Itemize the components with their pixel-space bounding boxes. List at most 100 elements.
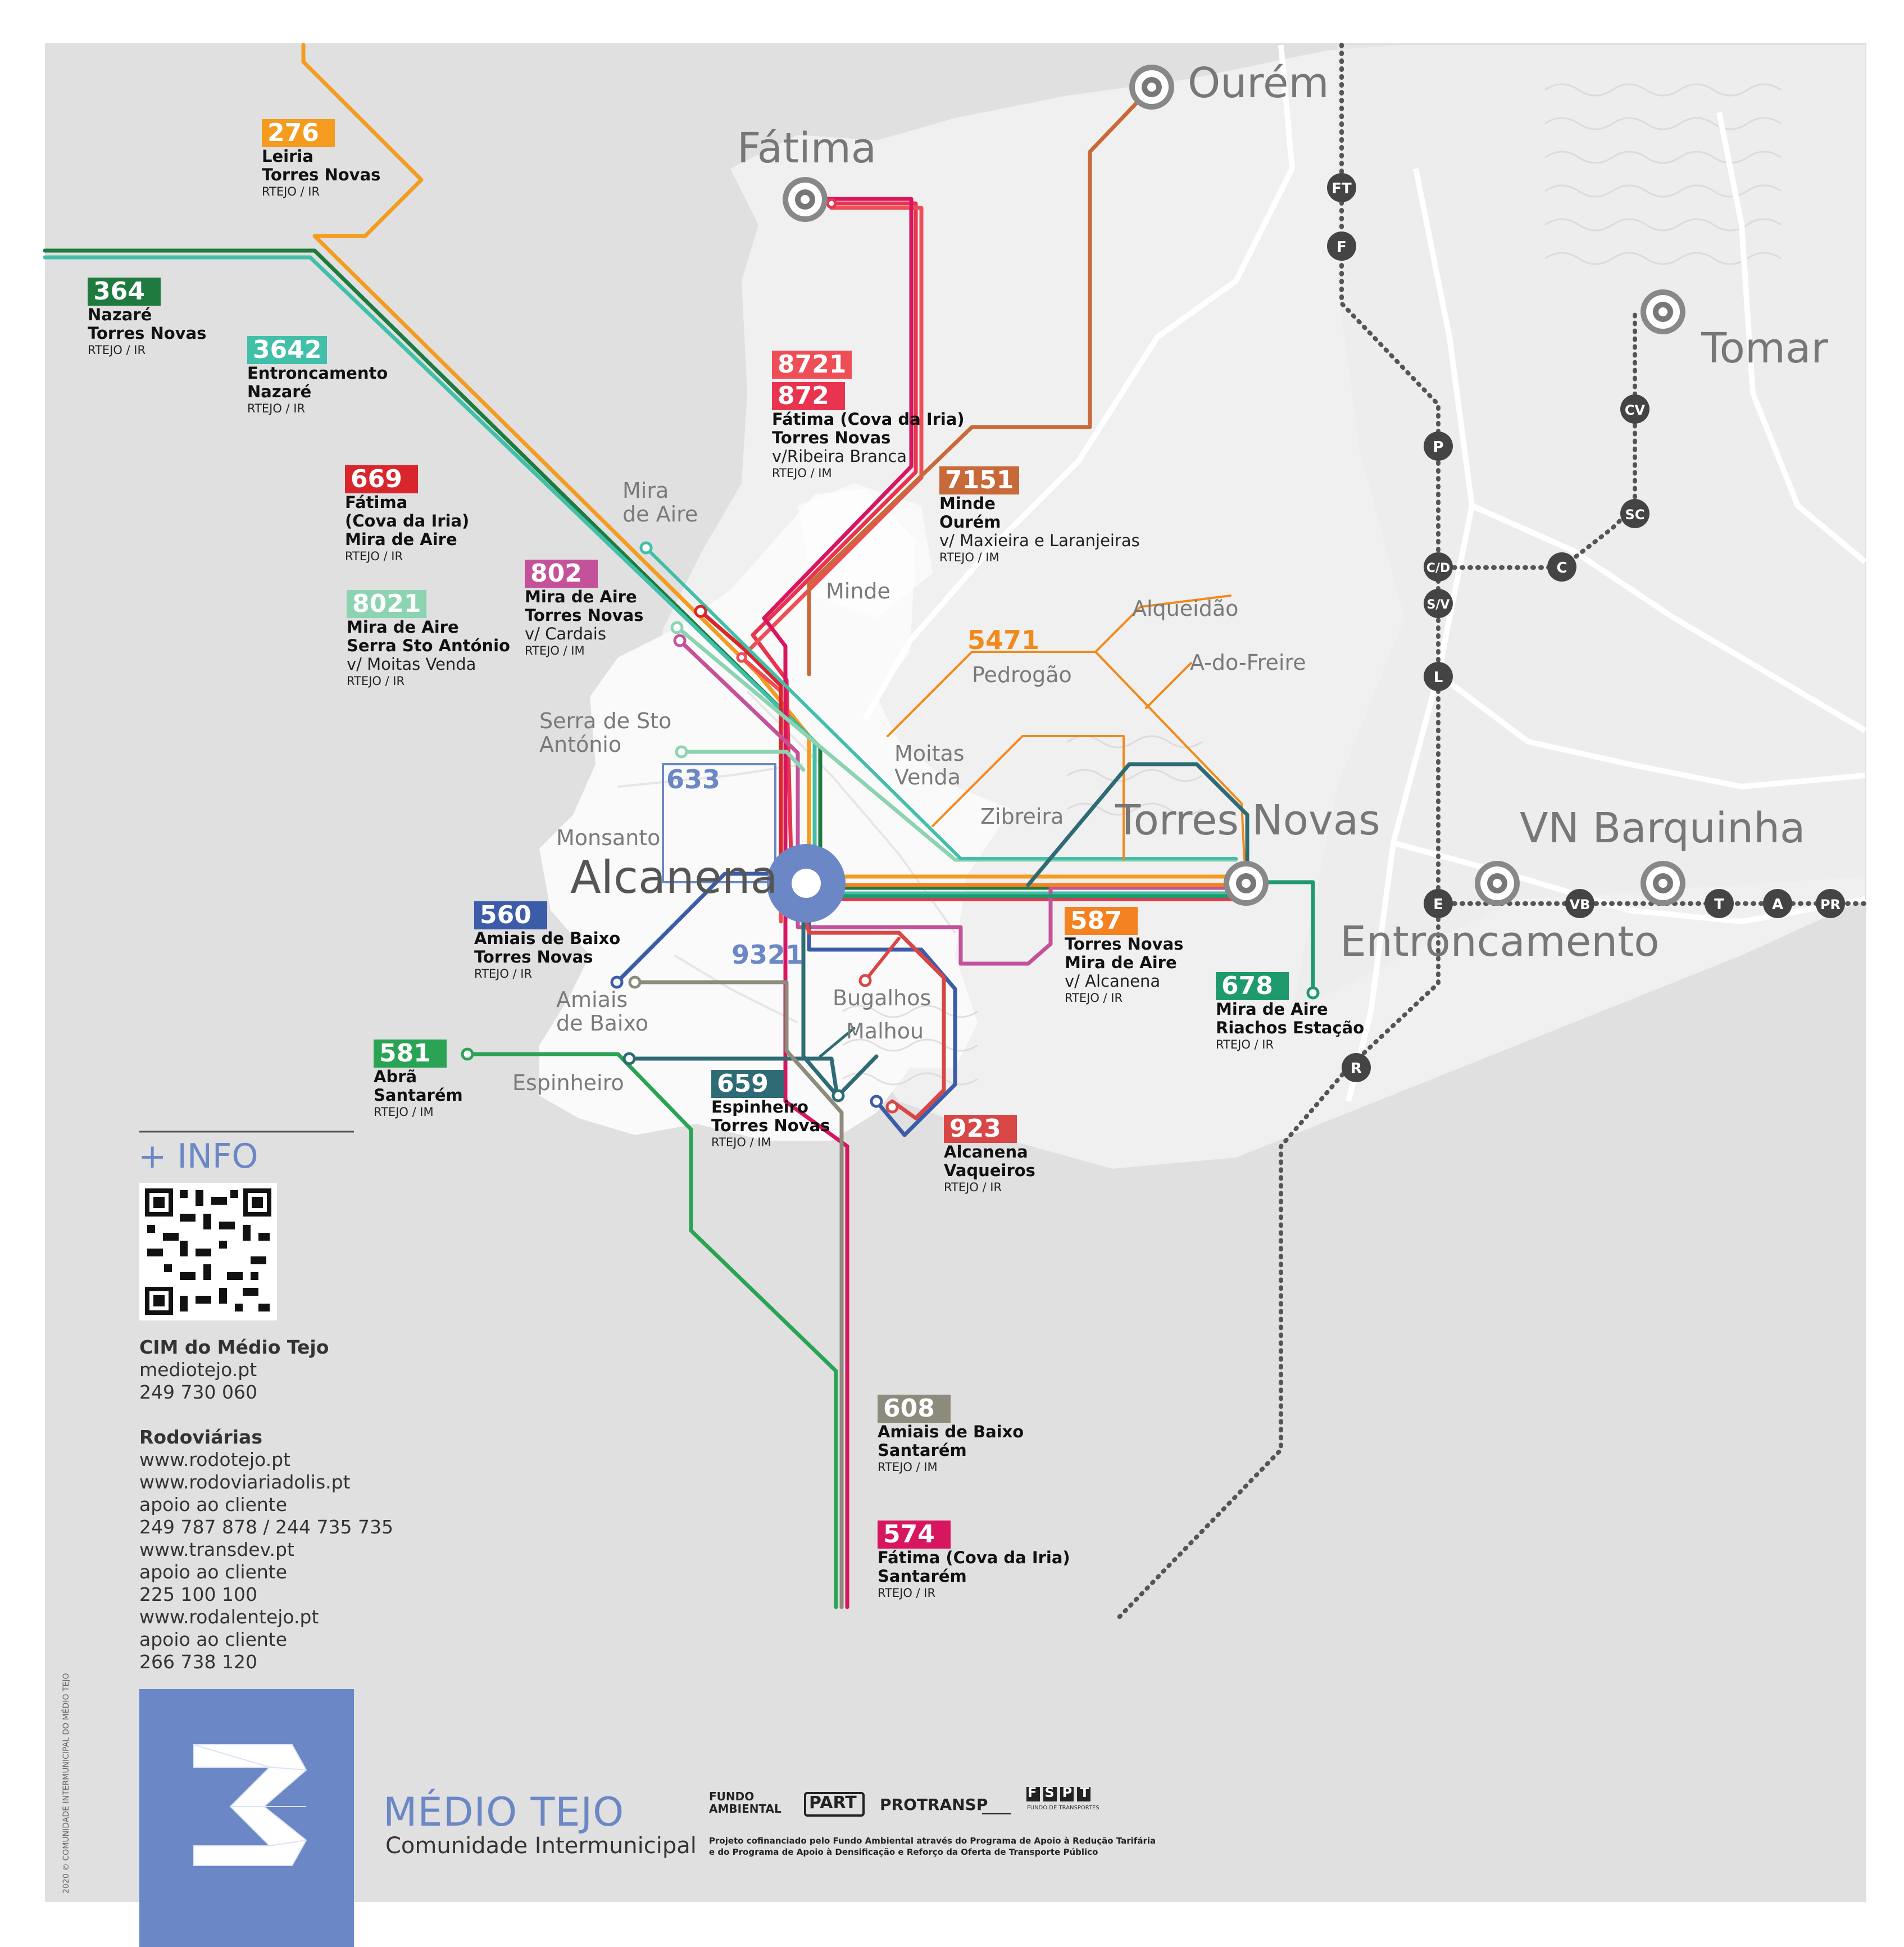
town-bugalhos: Bugalhos (833, 986, 931, 1010)
support-phone: 249 787 878 / 244 735 735 (139, 1516, 393, 1538)
svg-text:P: P (1433, 439, 1443, 456)
route-802-line (678, 638, 1238, 966)
route-659-line (627, 897, 879, 1098)
route-stops: Fátima (Cova da Iria) Santarém (878, 1548, 1070, 1586)
route-574-line (762, 197, 914, 1609)
route-badge-8721: 8721 (772, 351, 852, 379)
route-operator: RTEJO / IR (247, 402, 306, 415)
rodotejo-link[interactable]: www.rodotejo.pt (139, 1449, 290, 1471)
city-tomar: Tomar (1701, 324, 1828, 373)
fspt-logo-boxes (1026, 1787, 1090, 1801)
route-note: v/ Cardais (525, 624, 606, 643)
route-card-802: 802 Mira de Aire Torres Novas v/ Cardais… (525, 560, 643, 658)
route-stops: Leiria Torres Novas (262, 147, 381, 184)
route-badge: 560 (474, 901, 547, 929)
route-276-line (301, 43, 1233, 879)
minde-area (798, 483, 933, 618)
route-operator: RTEJO / IM (878, 1460, 938, 1474)
railway (1116, 43, 1867, 1621)
partner-part: PART (809, 1793, 857, 1813)
route-note: v/Ribeira Branca (772, 447, 907, 466)
route-card-7151: 7151 Minde Ourém v/ Maxieira e Laranjeir… (939, 466, 1140, 565)
route-stops: Mira de Aire Riachos Estação (1216, 1000, 1365, 1037)
partner-fspt: FSPT (1028, 1785, 1097, 1800)
route-operator: RTEJO / IR (262, 185, 320, 198)
route-badge: 276 (262, 119, 335, 147)
partner-protransp: PROTRANSP (880, 1795, 988, 1814)
route-operator: RTEJO / IR (88, 343, 146, 357)
rodoviarias-title: Rodoviárias (139, 1426, 262, 1448)
route-card-608: 608 Amiais de Baixo Santarém RTEJO / IM (878, 1395, 1024, 1474)
rodoviariadolis-link[interactable]: www.rodoviariadolis.pt (139, 1471, 351, 1493)
hubs (767, 65, 1685, 923)
support-label: apoio ao cliente (139, 1494, 288, 1515)
bus-routes (43, 43, 1315, 1609)
funding-note-line-2: e do Programa de Apoio à Densificação e … (709, 1847, 1098, 1857)
route-stops: Amiais de Baixo Torres Novas (474, 929, 621, 966)
route-stops: Mira de Aire Serra Sto António (347, 618, 510, 655)
route-operator: RTEJO / IR (1216, 1038, 1274, 1051)
route-card-872: 8721 872 Fátima (Cova da Iria) Torres No… (772, 351, 965, 480)
route-operator: RTEJO / IR (474, 967, 533, 981)
route-stops: Amiais de Baixo Santarém (878, 1422, 1024, 1460)
route-stops: Torres Novas Mira de Aire (1065, 934, 1184, 972)
city-torres-novas: Torres Novas (1115, 796, 1380, 845)
route-stops: Fátima (Cova da Iria) Mira de Aire (345, 493, 470, 549)
route-note: v/ Maxieira e Laranjeiras (939, 531, 1140, 550)
org-site-link[interactable]: mediotejo.pt (139, 1359, 257, 1381)
region-light-right (1292, 45, 1865, 1011)
route-operator: RTEJO / IR (1065, 991, 1123, 1005)
svg-text:E: E (1433, 896, 1443, 913)
info-contacts: CIM do Médio Tejo mediotejo.pt 249 730 0… (139, 1336, 393, 1673)
route-card-276: 276 Leiria Torres Novas RTEJO / IR (262, 119, 380, 199)
town-a-do-freire: A-do-Freire (1190, 650, 1306, 675)
svg-text:T: T (1714, 896, 1724, 913)
route-operator: RTEJO / IM (939, 551, 999, 564)
route-card-8021: 8021 Mira de Aire Serra Sto António v/ M… (347, 590, 510, 688)
route-badge: 587 (1065, 907, 1138, 935)
info-title: + INFO (138, 1137, 258, 1176)
route-operator: RTEJO / IM (525, 644, 585, 657)
svg-text:C/D: C/D (1426, 561, 1450, 575)
route-malhou-branch (819, 1027, 856, 1058)
route-badge: 678 (1216, 972, 1289, 1000)
town-minde: Minde (826, 579, 890, 603)
route-badge: 574 (878, 1521, 951, 1549)
route-zibreira-line (931, 735, 1125, 861)
route-608-line (633, 980, 844, 1609)
brand-sigma-icon (193, 1744, 307, 1866)
route-7151-line (807, 85, 1154, 677)
route-card-560: 560 Amiais de Baixo Torres Novas RTEJO /… (474, 901, 620, 981)
route-badge: 364 (88, 278, 161, 306)
town-mira-de-aire: Mira de Aire (622, 478, 698, 527)
town-amiais-de-baixo: Amiais de Baixo (556, 987, 649, 1036)
route-badge: 802 (525, 560, 598, 588)
city-fatima: Fátima (737, 124, 877, 173)
route-stops: Alcanena Vaqueiros (944, 1142, 1035, 1180)
route-stops: Abrã Santarém (374, 1067, 463, 1105)
route-badge: 923 (944, 1115, 1017, 1143)
org-name: CIM do Médio Tejo (139, 1336, 329, 1358)
route-number-5471: 5471 (967, 625, 1040, 655)
route-operator: RTEJO / IR (345, 550, 403, 563)
rodalentejo-link[interactable]: www.rodalentejo.pt (139, 1606, 319, 1628)
svg-text:F: F (1337, 239, 1347, 256)
route-8021-branch (679, 750, 806, 772)
route-card-581: 581 Abrã Santarém RTEJO / IM (374, 1040, 463, 1119)
route-card-678: 678 Mira de Aire Riachos Estação RTEJO /… (1216, 972, 1364, 1052)
svg-text:R: R (1351, 1060, 1362, 1077)
town-alqueidao: Alqueidão (1132, 596, 1239, 621)
route-581-line (465, 1052, 838, 1609)
town-pedrogao: Pedrogão (972, 662, 1072, 687)
city-vn-barquinha: VN Barquinha (1520, 804, 1806, 852)
town-espinheiro: Espinheiro (512, 1070, 624, 1095)
route-stops: Espinheiro Torres Novas (711, 1097, 830, 1135)
route-number-9321: 9321 (731, 940, 804, 970)
support-label: apoio ao cliente (139, 1628, 288, 1650)
support-label: apoio ao cliente (139, 1561, 288, 1583)
route-note: v/ Moitas Venda (347, 655, 476, 674)
transdev-link[interactable]: www.transdev.pt (139, 1538, 294, 1560)
city-alcanena: Alcanena (570, 851, 778, 904)
route-stops: Mira de Aire Torres Novas (525, 587, 644, 625)
